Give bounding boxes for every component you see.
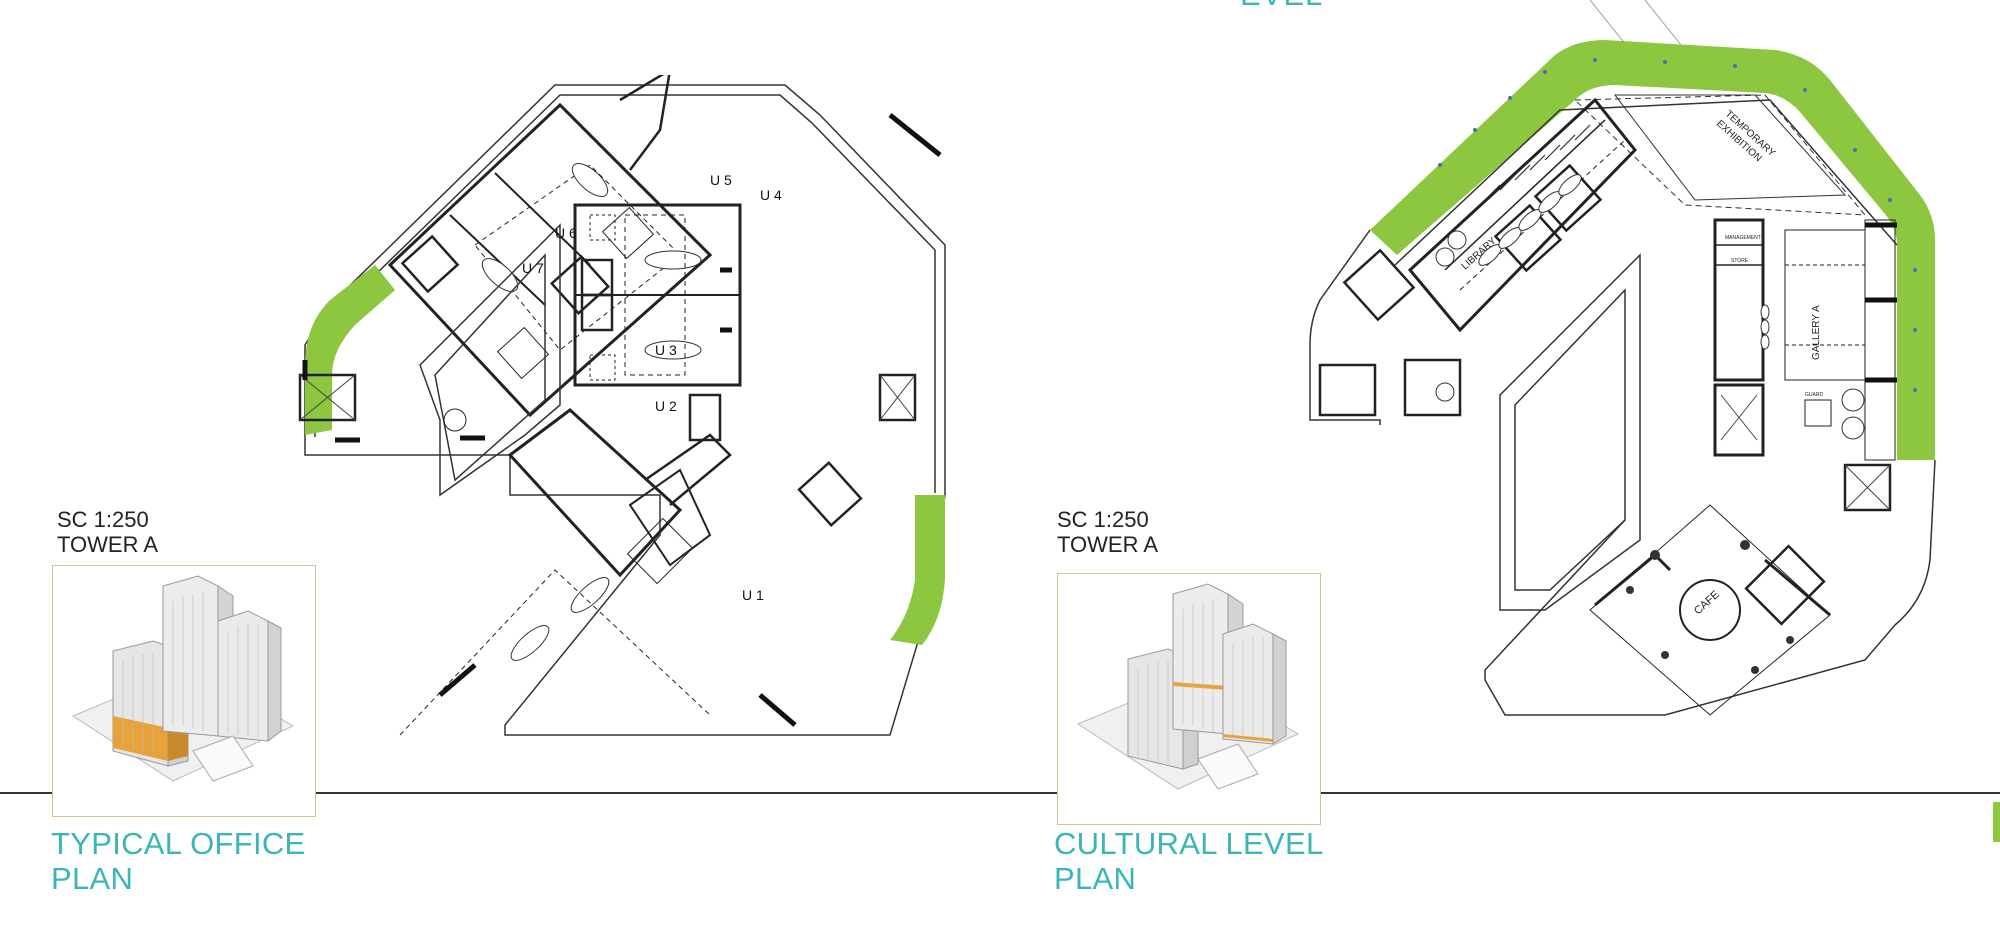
cultural-floor-plan: TEMPORARY EXHIBITION LIBRARY [1309, 0, 1936, 716]
tower-thumbnail-right [1057, 573, 1321, 825]
cafe-block [1318, 248, 1892, 716]
office-block-u2-u3 [573, 203, 742, 387]
landscape-strip-west [305, 265, 395, 435]
office-block-u6-u7 [387, 102, 713, 418]
tower-axonometric-right [1076, 583, 1300, 790]
unit-label-u3: U 3 [655, 342, 677, 358]
unit-label-u2: U 2 [655, 398, 677, 414]
tower-axonometric-left [71, 575, 295, 782]
scale-label-left: SC 1:250 [57, 507, 149, 532]
tower-label-right: TOWER A [1057, 532, 1159, 557]
tower-label-left: TOWER A [57, 532, 159, 557]
scale-label-right: SC 1:250 [1057, 507, 1149, 532]
temporary-exhibition-area [1573, 94, 1867, 216]
landscape-band [1370, 40, 1935, 460]
unit-label-u4: U 4 [760, 187, 782, 203]
room-label-management: MANAGEMENT [1725, 235, 1761, 241]
room-label-cafe: CAFE [1692, 589, 1722, 618]
room-label-guard: GUARD [1805, 392, 1823, 398]
office-block-u1 [399, 393, 732, 736]
tower-thumbnail-left [52, 565, 316, 817]
cultural-atrium [1499, 253, 1641, 611]
plan-title-right-line1: CULTURAL LEVEL [1054, 826, 1324, 861]
cultural-outline [1309, 99, 1936, 716]
office-floor-plan: U 1 U 2 U 3 U 4 U 5 U 6 U 7 [298, 75, 946, 736]
plan-title-left-line2: PLAN [51, 861, 134, 896]
central-atrium [419, 223, 561, 497]
unit-label-u6: U 6 [555, 225, 577, 241]
plan-title-left-line1: TYPICAL OFFICE [51, 826, 306, 861]
library-block [1407, 97, 1637, 333]
unit-label-u7: U 7 [522, 260, 544, 276]
cropped-heading: EVEL [1240, 0, 1323, 12]
room-label-gallery: GALLERY A [1811, 305, 1822, 360]
divider-line [0, 792, 2000, 794]
unit-label-u1: U 1 [742, 587, 764, 603]
cores [298, 234, 917, 527]
gallery-core [1713, 218, 1896, 461]
unit-label-u5: U 5 [710, 172, 732, 188]
landscape-strip-east [890, 495, 945, 645]
plan-outline [304, 84, 946, 736]
edge-accent-bar [1993, 802, 2000, 842]
plan-title-right-line2: PLAN [1054, 861, 1137, 896]
room-label-store: STORE [1731, 258, 1749, 264]
